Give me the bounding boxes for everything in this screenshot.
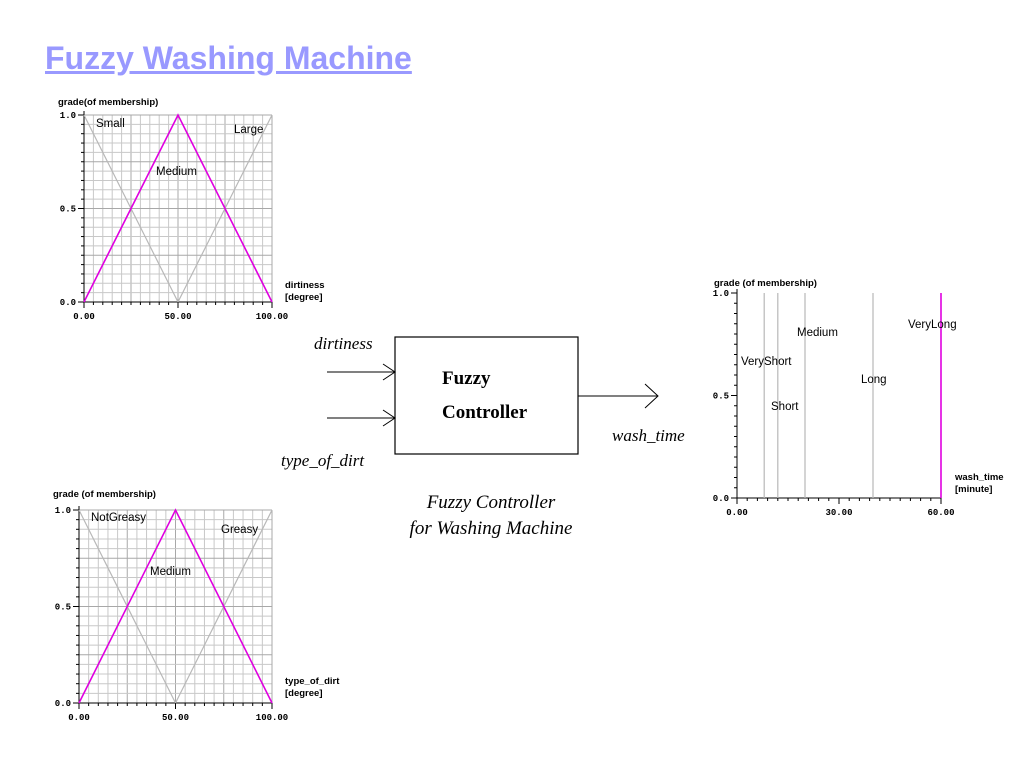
series-label-small: Small: [96, 118, 125, 130]
input-arrowhead-type-of-dirt: [382, 409, 396, 427]
series-label-notgreasy: NotGreasy: [91, 512, 146, 524]
caption-line-2: for Washing Machine: [410, 518, 573, 539]
input-label-type-of-dirt: type_of_dirt: [281, 451, 365, 470]
y-axis-label: grade(of membership): [58, 97, 158, 108]
y-tick-label: 0.0: [55, 699, 71, 709]
y-tick-label: 0.0: [60, 298, 76, 308]
fuzzy-controller-block: Fuzzy Controller dirtiness type_of_dirt …: [281, 334, 685, 539]
y-tick-label: 0.5: [55, 603, 71, 613]
series-label-medium: Medium: [797, 327, 838, 339]
x-axis-label: [minute]: [955, 484, 992, 495]
x-axis-label: [degree]: [285, 292, 322, 303]
x-axis-label: [degree]: [285, 688, 322, 699]
x-tick-label: 100.00: [256, 713, 288, 723]
x-tick-label: 0.00: [68, 713, 90, 723]
series-label-medium: Medium: [156, 166, 197, 178]
output-label-wash-time: wash_time: [612, 426, 685, 445]
x-axis-label: type_of_dirt: [285, 676, 340, 687]
y-tick-label: 1.0: [55, 506, 71, 516]
x-tick-label: 0.00: [73, 312, 95, 322]
input-label-dirtiness: dirtiness: [314, 334, 373, 353]
y-tick-label: 0.5: [713, 392, 729, 402]
series-label-greasy: Greasy: [221, 524, 258, 536]
series-label-large: Large: [234, 124, 263, 136]
series-label-short: Short: [771, 401, 799, 413]
x-tick-label: 30.00: [825, 508, 852, 518]
y-tick-label: 0.5: [60, 205, 76, 215]
y-axis-label: grade (of membership): [53, 489, 156, 500]
series-label-long: Long: [861, 374, 887, 386]
page-title: Fuzzy Washing Machine: [45, 40, 412, 76]
y-tick-label: 1.0: [60, 111, 76, 121]
y-tick-label: 1.0: [713, 289, 729, 299]
series-line-medium: [83, 113, 273, 303]
series-label-veryshort: VeryShort: [741, 356, 792, 368]
input-arrowhead-dirtiness: [382, 363, 396, 381]
x-axis-label: wash_time: [954, 472, 1004, 483]
series-label-medium: Medium: [150, 566, 191, 578]
wash-time-membership-chart: 0.0 0.5 1.0 0.00 30.00 60.00 grade (of members…: [713, 278, 1004, 518]
x-tick-label: 0.00: [726, 508, 748, 518]
controller-box-label-2: Controller: [442, 402, 528, 423]
x-tick-label: 50.00: [162, 713, 189, 723]
series-label-verylong: VeryLong: [908, 319, 957, 331]
caption-line-1: Fuzzy Controller: [426, 492, 556, 513]
controller-box-label-1: Fuzzy: [442, 368, 491, 389]
dirtiness-membership-chart: 0.0 0.5 1.0 0.00 50.00 100.00 grade(of members…: [58, 97, 325, 322]
x-axis-label: dirtiness: [285, 280, 325, 291]
output-arrowhead-wash-time: [644, 383, 659, 409]
type-of-dirt-membership-chart: 0.0 0.5 1.0 0.00 50.00 100.00 grade (of member…: [53, 489, 340, 723]
x-tick-label: 100.00: [256, 312, 288, 322]
y-tick-label: 0.0: [713, 494, 729, 504]
series-line-medium: [78, 508, 273, 704]
x-tick-label: 60.00: [927, 508, 954, 518]
x-tick-label: 50.00: [164, 312, 191, 322]
controller-box: [394, 336, 579, 455]
y-axis-label: grade (of membership): [714, 278, 817, 289]
